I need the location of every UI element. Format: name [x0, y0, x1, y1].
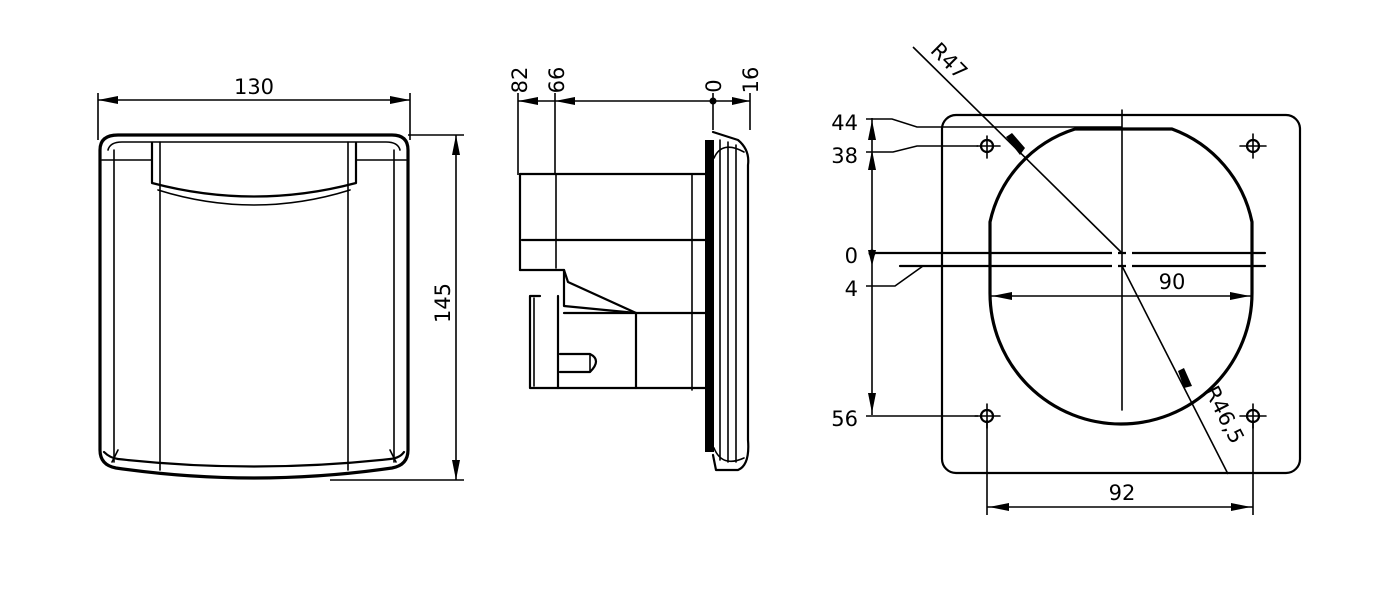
dim-radius-r47: R47	[926, 38, 972, 84]
dim-y-56: 56	[831, 407, 858, 431]
dim-inner-width-90: 90	[1159, 270, 1186, 294]
mounting-hole-top-left	[976, 135, 1001, 159]
dim-hole-spacing-92: 92	[1109, 481, 1136, 505]
cutout-view: R47 R46,5 90	[831, 38, 1302, 515]
front-view: 130 145	[97, 75, 464, 481]
dim-y-4: 4	[845, 277, 858, 301]
dim-height-145: 145	[431, 283, 455, 323]
dim-depth-16: 16	[739, 67, 763, 94]
mounting-hole-top-right	[1239, 133, 1267, 159]
dim-y-44: 44	[831, 111, 858, 135]
dim-width-130: 130	[234, 75, 274, 99]
dim-radius-r46-5: R46,5	[1200, 382, 1249, 448]
dim-depth-66: 66	[545, 67, 569, 94]
dim-depth-0: 0	[702, 79, 726, 92]
dim-depth-82: 82	[508, 67, 532, 94]
dim-y-0: 0	[845, 244, 858, 268]
side-view: 82 66 0 16	[508, 67, 763, 472]
dim-y-38: 38	[831, 144, 858, 168]
